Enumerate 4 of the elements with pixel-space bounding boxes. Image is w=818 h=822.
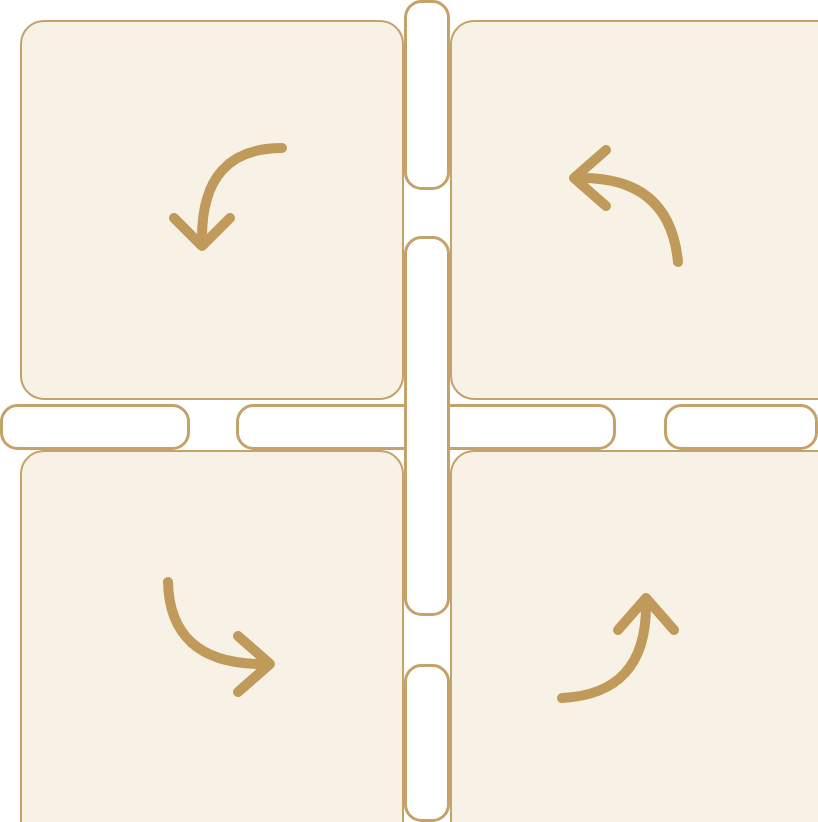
tile [20, 450, 404, 822]
tile [20, 20, 404, 400]
tile [450, 20, 818, 400]
tile [450, 450, 818, 822]
